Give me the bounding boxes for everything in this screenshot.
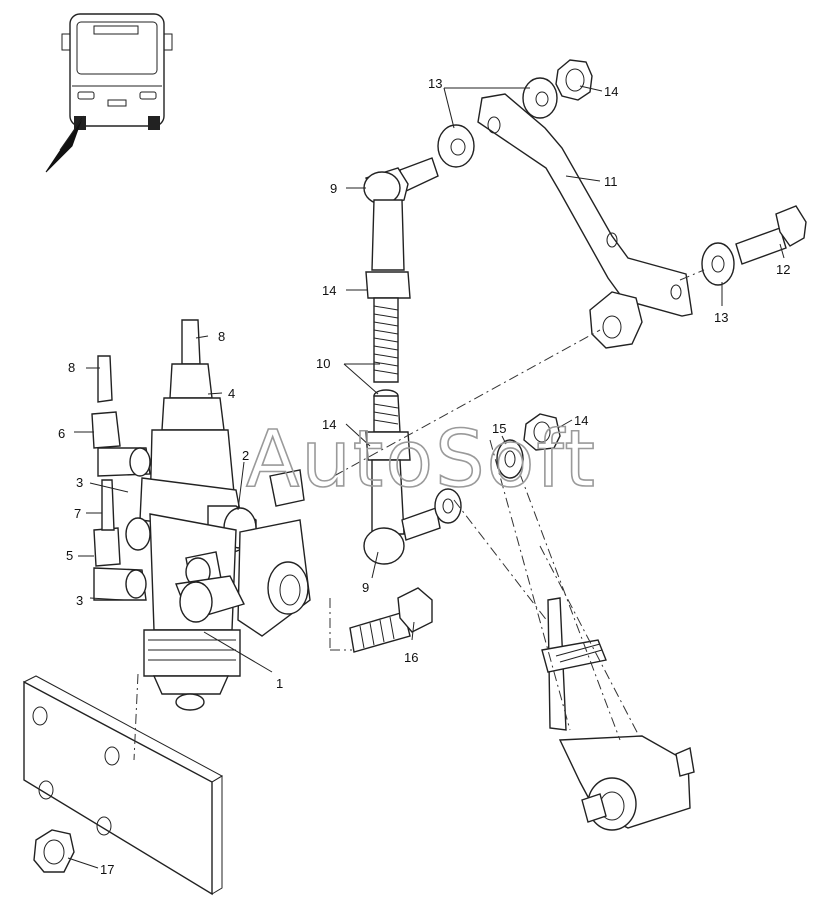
mounting-bracket — [477, 93, 693, 317]
washer-top-left — [437, 124, 475, 168]
callout-14d: 14 — [574, 413, 588, 428]
callout-17: 17 — [100, 862, 114, 877]
callout-10: 10 — [316, 356, 330, 371]
callout-14c: 14 — [322, 417, 336, 432]
callout-2: 2 — [242, 448, 249, 463]
callout-8b: 8 — [218, 329, 225, 344]
callout-8a: 8 — [68, 360, 75, 375]
hex-coupler — [589, 291, 643, 349]
bus-location-icon — [45, 13, 173, 173]
callout-13a: 13 — [428, 76, 442, 91]
lock-washer-upper — [496, 439, 524, 479]
bolt-right — [735, 205, 807, 265]
callout-9b: 9 — [362, 580, 369, 595]
flange-nut — [33, 829, 75, 873]
callout-5: 5 — [66, 548, 73, 563]
callout-3a: 3 — [76, 475, 83, 490]
callout-3b: 3 — [76, 593, 83, 608]
callout-12: 12 — [776, 262, 790, 277]
callout-13b: 13 — [714, 310, 728, 325]
leader-lines — [67, 85, 785, 869]
nut-middle — [523, 413, 561, 451]
callout-6: 6 — [58, 426, 65, 441]
callout-4: 4 — [228, 386, 235, 401]
callout-7: 7 — [74, 506, 81, 521]
assembly-lines — [133, 269, 705, 761]
callout-labels: 1 2 3 3 4 5 6 7 8 8 9 9 10 11 12 13 13 1… — [58, 76, 790, 877]
leveling-valve — [91, 319, 311, 711]
callout-16: 16 — [404, 650, 418, 665]
linkage-rod-lower — [363, 389, 441, 565]
callout-14a: 14 — [604, 84, 618, 99]
axle-linkage-arm — [541, 597, 695, 831]
mounting-plate — [23, 675, 224, 896]
washer-right — [701, 242, 735, 286]
bolt-lower — [349, 587, 433, 653]
callout-9a: 9 — [330, 181, 337, 196]
watermark: AutoSoft — [246, 415, 597, 505]
callout-1: 1 — [276, 676, 283, 691]
callout-14b: 14 — [322, 283, 336, 298]
linkage-rod-upper — [363, 157, 439, 383]
nut-top — [555, 59, 593, 101]
callout-11: 11 — [604, 174, 618, 189]
callout-15: 15 — [492, 421, 506, 436]
lock-washer-lower — [434, 488, 462, 524]
washer-top-right — [522, 77, 558, 119]
